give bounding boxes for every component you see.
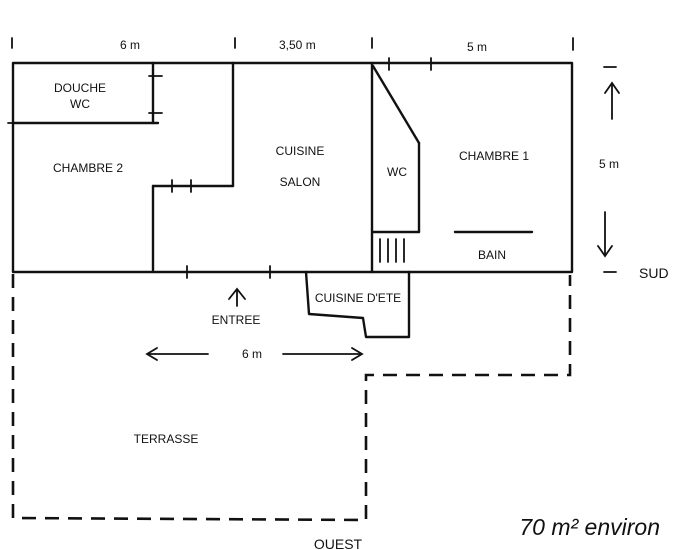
room-douche-label: DOUCHE (54, 81, 106, 95)
dimension-top-right: 5 m (467, 40, 487, 54)
room-chambre-2-label: CHAMBRE 2 (53, 161, 123, 175)
dimension-top-middle: 3,50 m (279, 38, 316, 52)
orientation-west-label: OUEST (314, 536, 363, 550)
dimension-terrace: 6 m (242, 347, 262, 361)
terrace-label: TERRASSE (134, 432, 199, 446)
room-bain-label: BAIN (478, 248, 506, 262)
room-douche-wc-label: WC (70, 97, 90, 111)
opening-ticks (7, 37, 617, 279)
area-note: 70 m² environ (519, 514, 660, 540)
room-cuisine-label: CUISINE (276, 144, 325, 158)
dimension-right-side: 5 m (599, 157, 619, 171)
dimension-top-left: 6 m (120, 38, 140, 52)
room-wc-label: WC (387, 165, 407, 179)
entrance-label: ENTREE (212, 313, 261, 327)
room-chambre-1-label: CHAMBRE 1 (459, 149, 529, 163)
building-walls (11, 61, 574, 339)
arrows (145, 81, 620, 361)
room-cuisine-ete-label: CUISINE D'ETE (315, 291, 401, 305)
orientation-south-label: SUD (639, 265, 669, 281)
terrace-boundary (11, 274, 572, 522)
room-salon-label: SALON (280, 175, 321, 189)
